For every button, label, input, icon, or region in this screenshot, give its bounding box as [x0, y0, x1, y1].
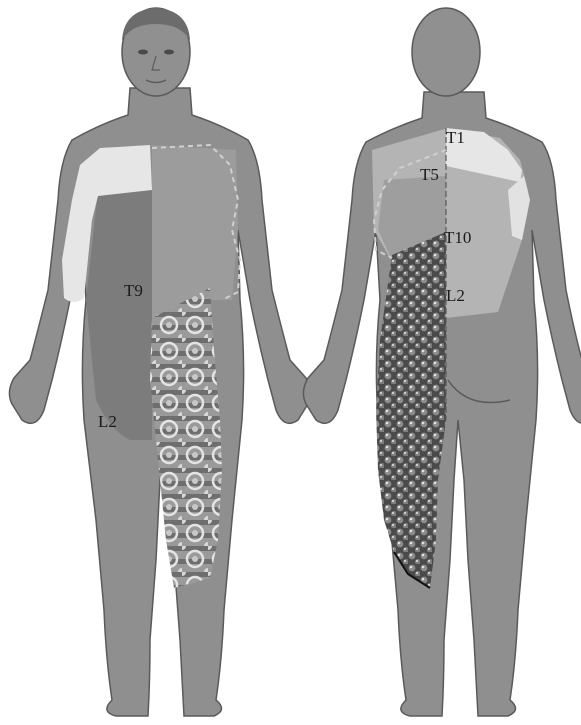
back-figure: T1 T5 T10 L2 [303, 8, 581, 716]
front-figure: T9 L2 [9, 8, 310, 716]
front-label-l2: L2 [98, 412, 117, 431]
back-label-l2: L2 [446, 286, 465, 305]
front-right-eye [164, 50, 174, 55]
back-label-t10: T10 [444, 228, 471, 247]
back-label-t1: T1 [446, 128, 465, 147]
front-mid-zone [152, 145, 238, 318]
front-left-eye [138, 50, 148, 55]
front-pattern-region [150, 288, 222, 588]
back-head [412, 8, 480, 96]
front-label-t9: T9 [124, 281, 143, 300]
back-label-t5: T5 [420, 165, 439, 184]
